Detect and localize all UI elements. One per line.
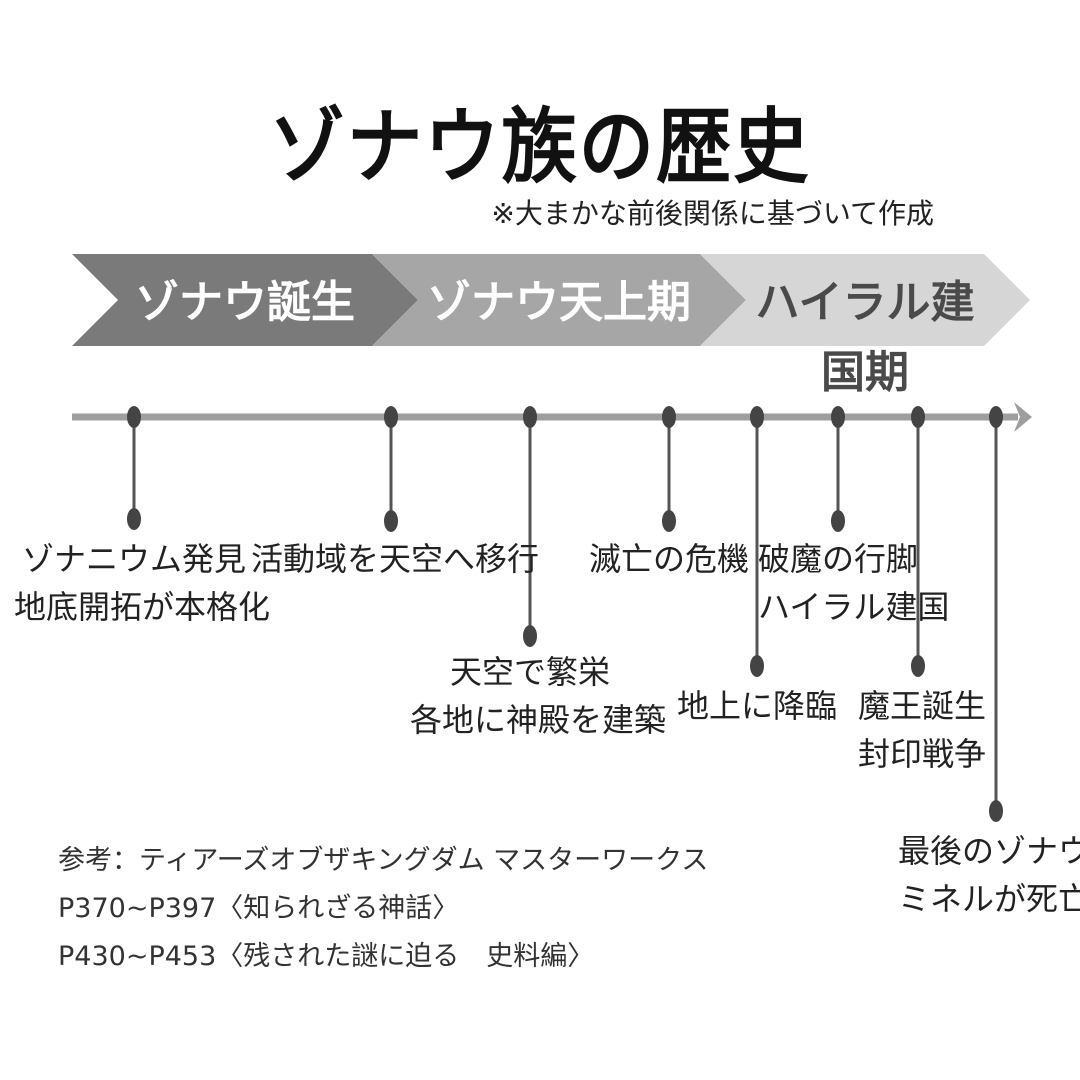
phase-chevron-2 [372,254,746,346]
axis-marker [911,406,925,428]
stem-end-marker [831,510,845,532]
axis-marker [384,406,398,428]
event-label-8: 最後のゾナウ族 ミネルが死亡 [898,827,1080,923]
axis-marker [523,406,537,428]
stem-end-marker [384,510,398,532]
event-label-6: 破魔の行脚 ハイラル建国 [758,535,950,631]
phase-chevron-1 [72,254,418,346]
event-line: ハイラル建国 [758,588,950,626]
event-line: 封印戦争 [858,735,987,773]
event-line: 活動域を天空へ移行 [251,540,540,578]
stem-end-marker [523,625,537,647]
event-line: 天空で繁栄 [449,653,610,691]
stem-end-markers [127,508,1003,822]
axis-marker [127,406,141,428]
timeline-arrowhead [1014,402,1032,432]
event-label-5: 地上に降臨 [677,682,837,730]
phase-chevron-3 [700,254,1030,346]
event-line: ミネルが死亡 [898,880,1080,918]
event-label-1: ゾナニウム発見 地底開拓が本格化 [14,535,271,631]
phase-label-1: ゾナウ誕生期 [135,277,355,398]
axis-marker [662,406,676,428]
stem-end-marker [662,510,676,532]
axis-marker [831,406,845,428]
stem-end-marker [989,800,1003,822]
event-line: 地底開拓が本格化 [14,588,271,626]
event-line: 破魔の行脚 [758,540,919,578]
event-line: ゾナニウム発見 [21,540,246,578]
phase-label-3: ハイラル建国期 [755,277,975,398]
event-label-7: 魔王誕生 封印戦争 [858,682,987,778]
stem-end-marker [750,655,764,677]
reference-line-3: P430~P453〈残された謎に迫る 史料編〉 [58,941,595,972]
event-label-3: 天空で繁栄 各地に神殿を建築 [410,648,667,744]
event-line: 最後のゾナウ族 [898,832,1080,870]
event-line: 滅亡の危機 [589,540,750,578]
event-stems [132,417,998,809]
subtitle-note: ※大まかな前後関係に基づいて作成 [491,197,934,230]
event-line: 魔王誕生 [858,687,987,725]
event-label-4: 滅亡の危機 [589,535,749,583]
page-title: ゾナウ族の歴史 [269,100,811,195]
axis-marker [989,406,1003,428]
axis-marker [750,406,764,428]
axis-markers [127,406,1003,428]
event-line: 地上に降臨 [677,687,838,725]
stem-end-marker [911,655,925,677]
phase-label-2: ゾナウ天上期 [427,277,691,328]
stem-end-marker [127,508,141,530]
event-label-2: 活動域を天空へ移行 [251,535,540,583]
reference-line-1: 参考：ティアーズオブザキングダム マスターワークス [58,845,709,876]
event-line: 各地に神殿を建築 [410,701,667,739]
reference-line-2: P370~P397〈知られざる神話〉 [58,893,460,924]
